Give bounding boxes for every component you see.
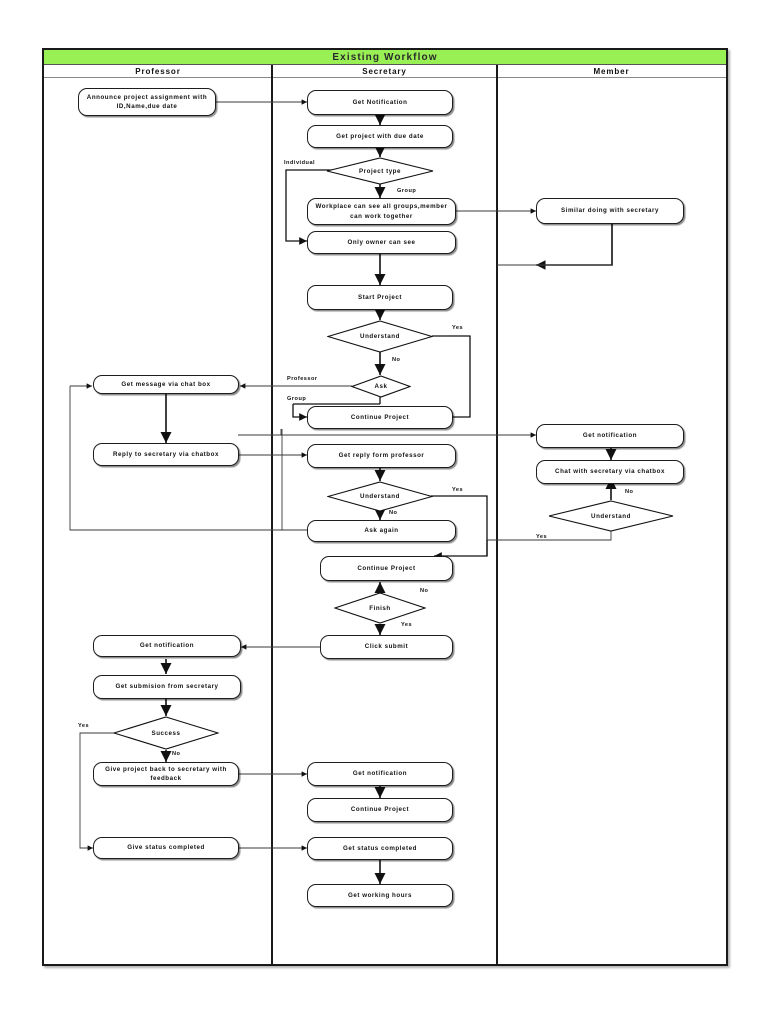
- decision-understand-member[interactable]: Understand: [548, 500, 674, 532]
- edge-label-yes-2: Yes: [452, 487, 464, 493]
- node-get-project-with-due-date[interactable]: Get project with due date: [307, 125, 453, 148]
- node-get-reply-form-professor[interactable]: Get reply form professor: [307, 444, 456, 468]
- decision-success-label: Success: [151, 729, 181, 737]
- node-get-notification-1[interactable]: Get Notification: [307, 90, 453, 115]
- node-similar-doing-with-secretary[interactable]: Similar doing with secretary: [536, 198, 684, 224]
- decision-finish[interactable]: Finish: [334, 592, 426, 624]
- decision-project-type[interactable]: Project type: [326, 157, 434, 185]
- decision-understand-1[interactable]: Understand: [327, 320, 433, 353]
- node-ask-again[interactable]: Ask again: [307, 520, 456, 542]
- node-continue-project-3[interactable]: Continue Project: [307, 798, 453, 822]
- decision-project-type-label: Project type: [358, 167, 402, 175]
- node-chat-with-secretary[interactable]: Chat with secretary via chatbox: [536, 460, 684, 484]
- edge-label-no-member: No: [625, 489, 634, 495]
- lane-header-professor: Professor: [44, 65, 272, 78]
- edge-label-yes-success: Yes: [78, 723, 90, 729]
- decision-understand-member-label: Understand: [591, 512, 631, 520]
- node-member-get-notification[interactable]: Get notification: [536, 424, 684, 448]
- node-get-working-hours[interactable]: Get working hours: [307, 884, 453, 907]
- node-professor-get-notification[interactable]: Get notification: [93, 635, 241, 657]
- lane-header-secretary: Secretary: [272, 65, 497, 78]
- edge-label-yes-1: Yes: [452, 325, 464, 331]
- edge-label-no-1: No: [392, 357, 401, 363]
- decision-ask-label: Ask: [374, 383, 388, 390]
- edge-label-yes-member: Yes: [536, 534, 548, 540]
- node-give-project-back[interactable]: Give project back to secretary with feed…: [93, 762, 239, 786]
- decision-ask[interactable]: Ask: [351, 375, 411, 398]
- node-only-owner-can-see[interactable]: Only owner can see: [307, 231, 456, 254]
- node-get-notification-2[interactable]: Get notification: [307, 762, 453, 786]
- node-start-project[interactable]: Start Project: [307, 285, 453, 310]
- node-get-message-chatbox[interactable]: Get message via chat box: [93, 375, 239, 394]
- edge-label-ask-group: Group: [287, 396, 307, 402]
- edge-label-no-success: No: [172, 751, 181, 757]
- edge-label-yes-finish: Yes: [401, 622, 413, 628]
- lane-header-member: Member: [497, 65, 726, 78]
- node-give-status-completed[interactable]: Give status completed: [93, 837, 239, 859]
- edge-label-individual: Individual: [284, 160, 316, 166]
- node-click-submit[interactable]: Click submit: [320, 635, 453, 659]
- lane-divider-1: [271, 65, 273, 964]
- decision-understand-2-label: Understand: [360, 493, 400, 500]
- decision-understand-1-label: Understand: [360, 333, 400, 340]
- node-workplace-see-all-groups[interactable]: Workplace can see all groups,member can …: [307, 198, 456, 225]
- diagram-title: Existing Workflow: [44, 50, 726, 65]
- edge-label-no-finish: No: [420, 588, 429, 594]
- edge-label-no-2: No: [389, 510, 398, 516]
- decision-success[interactable]: Success: [113, 716, 219, 750]
- edge-label-professor: Professor: [287, 376, 318, 382]
- node-get-status-completed[interactable]: Get status completed: [307, 837, 453, 860]
- decision-finish-label: Finish: [369, 604, 391, 612]
- node-announce-project[interactable]: Announce project assignment with ID,Name…: [78, 88, 216, 116]
- lane-divider-2: [496, 65, 498, 964]
- decision-understand-2[interactable]: Understand: [327, 481, 433, 512]
- node-get-submision-from-secretary[interactable]: Get submision from secretary: [93, 675, 241, 699]
- edge-label-group: Group: [397, 188, 417, 194]
- node-reply-to-secretary[interactable]: Reply to secretary via chatbox: [93, 443, 239, 466]
- node-continue-project-1[interactable]: Continue Project: [307, 406, 453, 429]
- node-continue-project-2[interactable]: Continue Project: [320, 556, 453, 581]
